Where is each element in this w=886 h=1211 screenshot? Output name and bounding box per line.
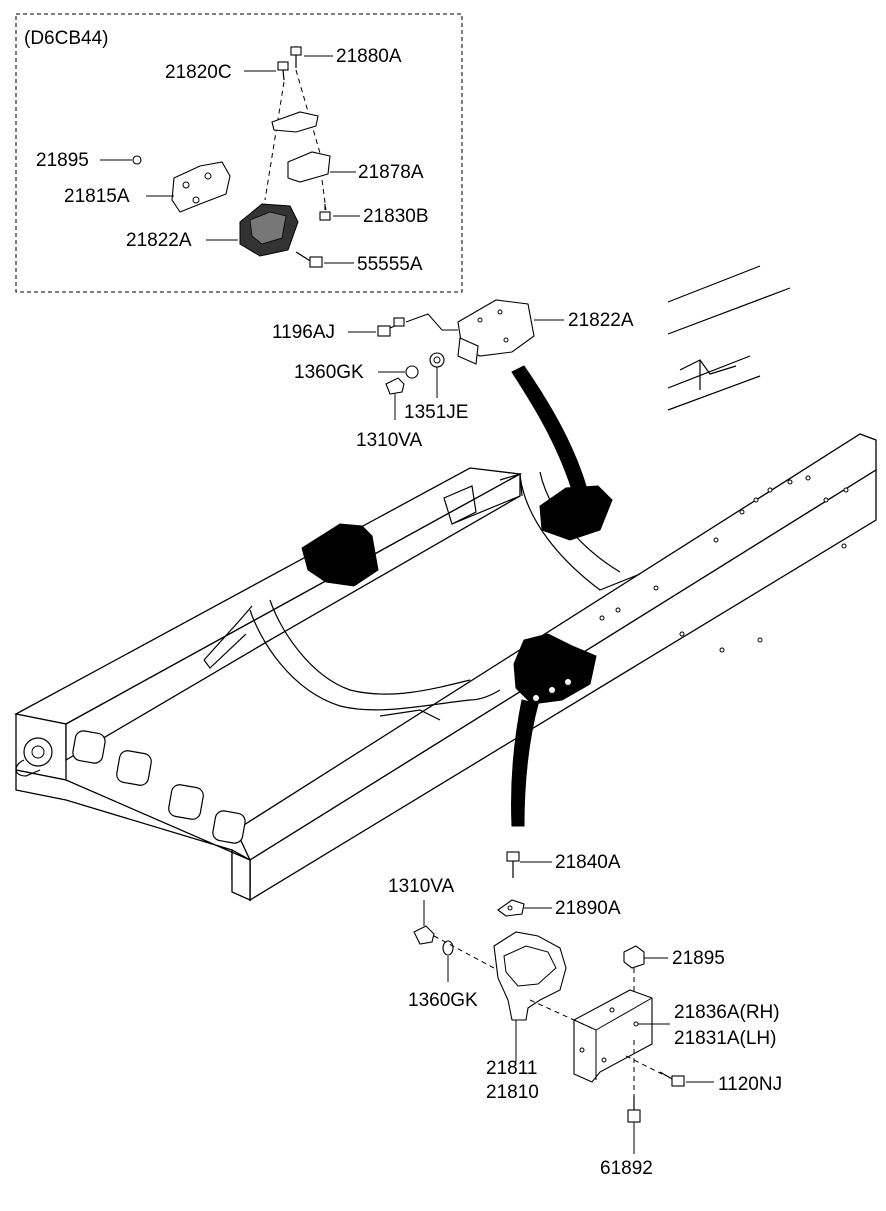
upper-mount-group: 21822A 1196AJ 1360GK 1351JE 1310VA bbox=[272, 299, 634, 451]
label-21895-top: 21895 bbox=[36, 150, 89, 171]
bracket-21811 bbox=[493, 931, 567, 1021]
bracket-upper bbox=[271, 111, 319, 133]
nut-21895-bot bbox=[623, 945, 645, 969]
label-21822A: 21822A bbox=[568, 310, 634, 331]
label-21836A: 21836A(RH) bbox=[674, 1002, 780, 1023]
rear-mount-pad bbox=[539, 485, 613, 541]
nut-1310VA-top bbox=[385, 377, 405, 395]
label-21840A: 21840A bbox=[555, 852, 621, 873]
left-mount-pad bbox=[301, 523, 379, 587]
bracket-21878A bbox=[287, 151, 331, 183]
label-61892: 61892 bbox=[600, 1158, 653, 1179]
label-21810: 21810 bbox=[486, 1082, 539, 1103]
nut-1310VA-bot bbox=[413, 925, 435, 945]
label-21895-bot: 21895 bbox=[672, 948, 725, 969]
bolt-21880A bbox=[290, 46, 302, 68]
bolt-21830B bbox=[319, 204, 331, 221]
chassis-frame bbox=[14, 265, 877, 902]
bolt-1120NJ bbox=[659, 1071, 685, 1087]
pointer-swoosh-lower bbox=[510, 699, 539, 827]
rear-rail-detail bbox=[667, 265, 791, 411]
cross-member-holes bbox=[72, 730, 246, 844]
nut-21895 bbox=[132, 155, 142, 165]
washer-1360GK-bot bbox=[442, 940, 454, 956]
label-21815A: 21815A bbox=[64, 186, 130, 207]
label-1360GK-top: 1360GK bbox=[294, 362, 364, 383]
bolt-55555A bbox=[295, 251, 323, 268]
lower-bracket-assembly: 21840A 1310VA 21890A 1360GK 21895 21836A… bbox=[388, 851, 782, 1179]
label-21890A: 21890A bbox=[555, 898, 621, 919]
label-1196AJ: 1196AJ bbox=[272, 322, 335, 343]
bracket-21836A bbox=[573, 989, 653, 1083]
label-55555A: 55555A bbox=[357, 254, 423, 275]
right-mount-pad bbox=[513, 633, 597, 705]
bolt-21840A bbox=[506, 851, 520, 878]
label-21811: 21811 bbox=[486, 1058, 537, 1079]
bolt-21820C bbox=[277, 61, 289, 81]
label-1310VA-bot: 1310VA bbox=[388, 876, 455, 897]
inset-title: (D6CB44) bbox=[24, 28, 108, 49]
rail-holes bbox=[599, 475, 849, 653]
label-21830B: 21830B bbox=[363, 206, 429, 227]
pointer-swoosh-upper bbox=[511, 365, 587, 491]
inset-box: (D6CB44) bbox=[15, 13, 463, 293]
label-1360GK-bot: 1360GK bbox=[408, 990, 478, 1011]
label-21820C: 21820C bbox=[165, 62, 232, 83]
washer-1360GK-top bbox=[405, 365, 419, 379]
label-21831A: 21831A(LH) bbox=[674, 1028, 776, 1049]
bolt-1196AJ bbox=[377, 317, 405, 337]
plate-21815A bbox=[171, 161, 231, 213]
label-21878A: 21878A bbox=[358, 162, 424, 183]
label-21822A-inset: 21822A bbox=[126, 230, 192, 251]
tow-hook bbox=[15, 737, 53, 777]
label-1310VA-top: 1310VA bbox=[356, 430, 423, 451]
label-21880A: 21880A bbox=[336, 46, 402, 67]
label-1120NJ: 1120NJ bbox=[718, 1074, 782, 1095]
label-1351JE: 1351JE bbox=[404, 402, 468, 423]
bolt-61892 bbox=[627, 1096, 641, 1123]
mount-21822A-inset bbox=[239, 203, 299, 257]
